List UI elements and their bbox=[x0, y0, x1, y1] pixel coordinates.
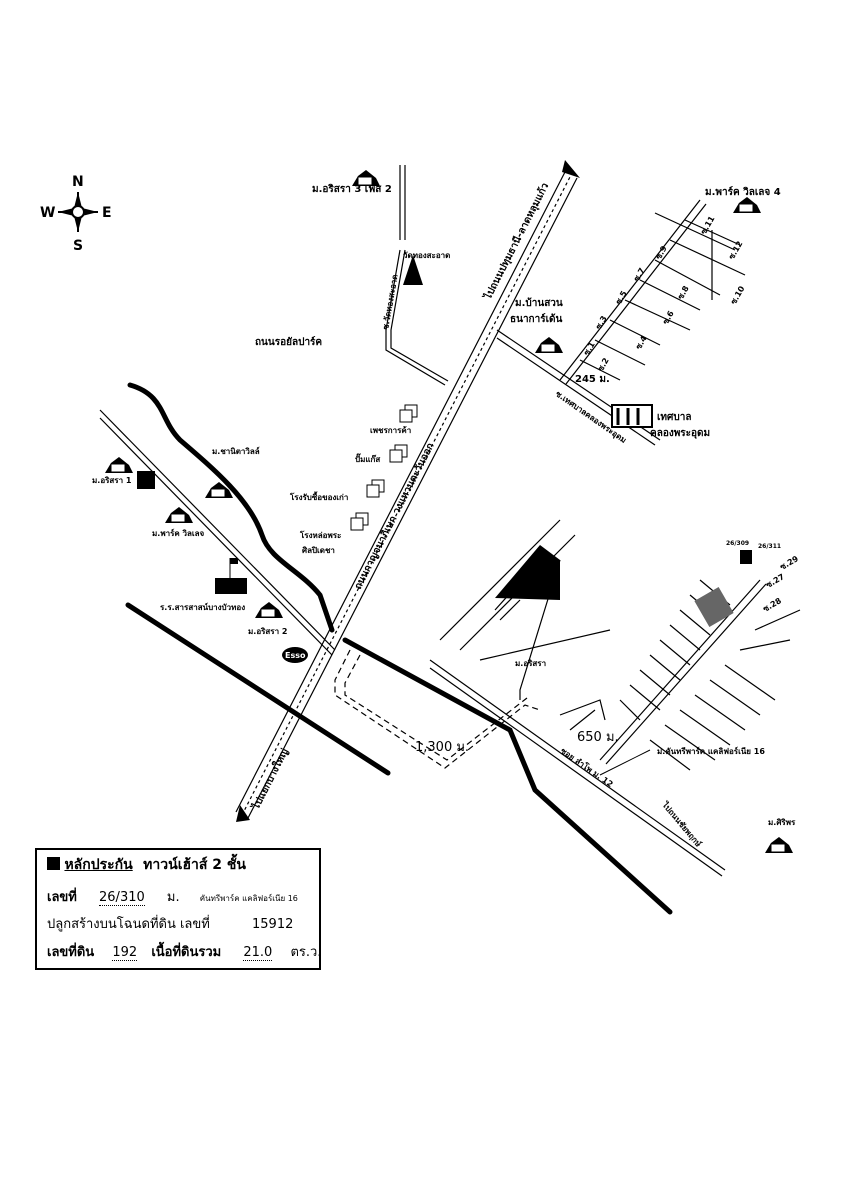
label-to-chaiyapruek: ไปถนนชัยพฤกษ์ bbox=[660, 799, 704, 849]
label-245: 245 ม. bbox=[575, 374, 610, 385]
label-house-309: 26/309 bbox=[726, 540, 749, 547]
label-siriporn: ม.ศิริพร bbox=[768, 818, 796, 827]
label-baansuan-1: ม.บ้านสวน bbox=[515, 297, 563, 309]
label-chanita: ม.ชานิตาวิลล์ bbox=[212, 446, 260, 456]
canal-west bbox=[125, 602, 391, 776]
no-value: 26/310 bbox=[99, 890, 145, 906]
house-icon bbox=[105, 457, 133, 473]
label-park-village: ม.พาร์ค วิลเลจ bbox=[152, 528, 205, 538]
area-label: เนื้อที่ดินรวม bbox=[151, 945, 222, 960]
municipality-icon bbox=[611, 404, 653, 428]
soi-label: ซ.12 bbox=[727, 240, 745, 261]
no-label: เลขที่ bbox=[47, 890, 77, 905]
house-icon bbox=[765, 837, 793, 853]
canal bbox=[127, 382, 335, 633]
label-foundry-2: ศิลปิเดชา bbox=[302, 546, 335, 555]
land-value: 192 bbox=[112, 945, 138, 961]
moo-value: คันทรีพาร์ค แคลิฟอร์เนีย 16 bbox=[199, 894, 298, 903]
label-650: 650 ม. bbox=[577, 730, 619, 745]
country-park-roads bbox=[559, 579, 801, 771]
house-icon bbox=[535, 337, 563, 353]
bullet-square-icon bbox=[47, 857, 60, 870]
soi-label: ซ.28 bbox=[762, 596, 784, 614]
school-icon bbox=[215, 578, 247, 594]
soi-lampho-road bbox=[429, 659, 726, 871]
label-petch: เพชรการค้า bbox=[370, 425, 411, 435]
soi-wat-road bbox=[385, 165, 446, 386]
label-country-park: ม.คันทรีพาร์ค แคลิฟอร์เนีย 16 bbox=[657, 746, 765, 756]
soi-label: ซ.9 bbox=[654, 244, 669, 261]
house-icon bbox=[165, 507, 193, 523]
label-tesaban-1: เทศบาล bbox=[657, 412, 691, 423]
compass-west: W bbox=[40, 205, 55, 221]
label-wat: วัดทองสะอาด bbox=[403, 251, 450, 260]
label-1300: 1,300 ม. bbox=[415, 740, 469, 755]
canal-south bbox=[342, 637, 673, 915]
arisara-block bbox=[495, 545, 560, 600]
route-path bbox=[334, 649, 541, 769]
label-baansuan-2: ธนาการ์เด้น bbox=[510, 313, 563, 325]
village-icons bbox=[105, 170, 793, 853]
label-arisara1: ม.อริสรา 1 bbox=[92, 476, 132, 485]
label-school: ร.ร.สารสาสน์บางบัวทอง bbox=[160, 602, 245, 612]
label-scrap: โรงรับซื้อของเก่า bbox=[289, 491, 348, 502]
compass-north: N bbox=[72, 174, 84, 190]
label-royal-park-road: ถนนรอยัลปาร์ค bbox=[255, 336, 322, 348]
collateral-info-box: หลักประกัน ทาวน์เฮ้าส์ 2 ชั้น เลขที่ 26/… bbox=[35, 848, 321, 970]
arisara1-icon bbox=[137, 471, 155, 489]
temple-icon bbox=[403, 255, 423, 285]
arisara-roads bbox=[439, 519, 611, 700]
label-tesaban-2: คลองพระอุดม bbox=[650, 428, 710, 439]
area-value: 21.0 bbox=[243, 945, 273, 961]
house-icon bbox=[733, 197, 761, 213]
soi-label: ซ.27 bbox=[765, 572, 786, 590]
soi-label: ซ.5 bbox=[614, 289, 629, 306]
soi-label: ซ.2 bbox=[596, 356, 611, 373]
sales-office-block bbox=[694, 587, 734, 627]
arrow-north-icon bbox=[562, 160, 580, 178]
house-icon bbox=[352, 170, 380, 186]
soi-label: ซ.8 bbox=[676, 284, 691, 301]
soi-label: ซ.6 bbox=[661, 309, 676, 326]
moo-label: ม. bbox=[166, 890, 180, 905]
label-to-pathum: ไปถนนปทุมธานี-ลาดหลุมแก้ว bbox=[481, 180, 552, 302]
label-arisara: ม.อริสรา bbox=[515, 659, 546, 668]
label-gas: ปั๊มแก๊ส bbox=[355, 453, 380, 464]
deed-value: 15912 bbox=[252, 917, 294, 932]
target-house-icon bbox=[740, 550, 752, 564]
label-park-village4: ม.พาร์ค วิลเลจ 4 bbox=[705, 186, 781, 198]
soi-label: ซ.3 bbox=[594, 314, 609, 331]
compass-south: S bbox=[73, 238, 83, 254]
soi-label: ซ.1 bbox=[582, 340, 597, 357]
main-highway bbox=[235, 160, 580, 822]
label-arisara3: ม.อริสรา 3 เฟส 2 bbox=[312, 183, 392, 195]
area-unit: ตร.ว. bbox=[290, 945, 322, 960]
collateral-title: หลักประกัน bbox=[64, 857, 133, 873]
soi-label: ซ.7 bbox=[632, 266, 647, 283]
soi-label: ซ.10 bbox=[729, 284, 747, 306]
label-soi-wat: ซ.วัดทองสะอาด bbox=[381, 274, 400, 331]
house-icon bbox=[255, 602, 283, 618]
label-foundry-1: โรงหล่อพระ bbox=[299, 530, 341, 540]
deed-label: ปลูกสร้างบนโฉนดที่ดิน เลขที่ bbox=[47, 917, 210, 932]
label-arisara2: ม.อริสรา 2 bbox=[248, 627, 287, 636]
arrow-south-icon bbox=[236, 805, 250, 822]
soi-label: ซ.29 bbox=[779, 554, 801, 572]
compass-rose: N S E W bbox=[40, 174, 112, 254]
compass-east: E bbox=[102, 205, 112, 221]
label-house-311: 26/311 bbox=[758, 543, 781, 550]
label-to-bangyai: ไปแยกบางใหญ่ bbox=[249, 746, 291, 813]
esso-icon bbox=[282, 647, 308, 663]
labels: ม.อริสรา 3 เฟส 2 วัดทองสะอาด ซ.วัดทองสะอ… bbox=[92, 180, 796, 849]
collateral-type: ทาวน์เฮ้าส์ 2 ชั้น bbox=[143, 857, 246, 873]
soi-label: ซ.4 bbox=[634, 334, 649, 351]
land-label: เลขที่ดิน bbox=[47, 945, 95, 960]
esso-label: Esso bbox=[285, 651, 306, 660]
shop-icons bbox=[350, 404, 418, 531]
house-icon bbox=[205, 482, 233, 498]
west-road bbox=[99, 409, 336, 651]
soi-grid-north-east bbox=[559, 199, 746, 385]
